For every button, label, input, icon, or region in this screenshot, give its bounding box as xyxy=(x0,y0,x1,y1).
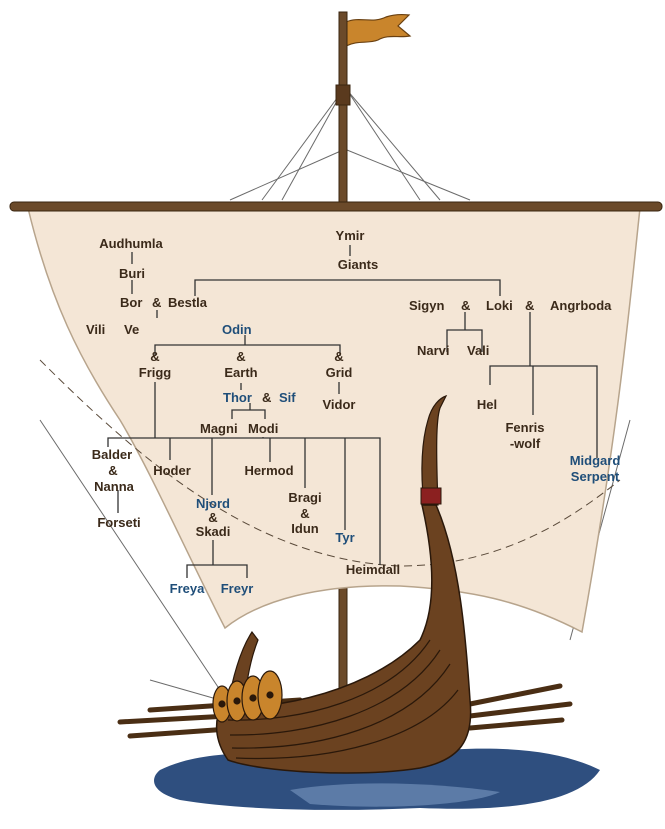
flag xyxy=(346,15,410,46)
node-skadi: Skadi xyxy=(196,524,231,539)
node-thor-amp: & xyxy=(262,390,271,405)
node-giants: Giants xyxy=(338,257,378,272)
node-fenris-2: -wolf xyxy=(510,436,540,451)
node-thor: Thor xyxy=(223,390,252,405)
node-bestla: Bestla xyxy=(168,295,207,310)
node-sif: Sif xyxy=(279,390,296,405)
node-buri: Buri xyxy=(119,266,145,281)
node-sigyn-amp: & xyxy=(461,298,470,313)
node-hel: Hel xyxy=(477,397,497,412)
node-midgard-1: Midgard xyxy=(570,453,621,468)
node-vili: Vili xyxy=(86,322,105,337)
node-angrboda: Angrboda xyxy=(550,298,611,313)
node-balder: Balder xyxy=(92,447,132,462)
node-loki: Loki xyxy=(486,298,513,313)
node-midgard-2: Serpent xyxy=(571,469,619,484)
node-odin: Odin xyxy=(222,322,252,337)
node-earth-amp: & xyxy=(236,349,245,364)
node-bor: Bor xyxy=(120,295,142,310)
node-bragi: Bragi xyxy=(288,490,321,505)
node-magni: Magni xyxy=(200,421,238,436)
node-idun: Idun xyxy=(291,521,318,536)
node-narvi: Narvi xyxy=(417,343,450,358)
node-earth: Earth xyxy=(224,365,257,380)
node-forseti: Forseti xyxy=(97,515,140,530)
node-hoder: Hoder xyxy=(153,463,191,478)
node-grid-amp: & xyxy=(334,349,343,364)
node-grid: Grid xyxy=(326,365,353,380)
node-freya: Freya xyxy=(170,581,205,596)
node-njord-amp: & xyxy=(208,510,217,525)
node-ymir: Ymir xyxy=(336,228,365,243)
node-bor-amp: & xyxy=(152,295,161,310)
node-audhumla: Audhumla xyxy=(99,236,163,251)
node-fenris-1: Fenris xyxy=(505,420,544,435)
node-bragi-amp: & xyxy=(300,506,309,521)
node-heimdall: Heimdall xyxy=(346,562,400,577)
node-hermod: Hermod xyxy=(244,463,293,478)
node-vidor: Vidor xyxy=(323,397,356,412)
node-frigg: Frigg xyxy=(139,365,172,380)
node-loki-amp: & xyxy=(525,298,534,313)
node-njord: Njord xyxy=(196,496,230,511)
node-vali: Vali xyxy=(467,343,489,358)
node-frigg-amp: & xyxy=(150,349,159,364)
node-freyr: Freyr xyxy=(221,581,254,596)
node-balder-amp: & xyxy=(108,463,117,478)
shields xyxy=(213,671,282,722)
node-tyr: Tyr xyxy=(335,530,354,545)
yard xyxy=(10,202,662,211)
node-sigyn: Sigyn xyxy=(409,298,444,313)
node-modi: Modi xyxy=(248,421,278,436)
node-nanna: Nanna xyxy=(94,479,134,494)
node-ve: Ve xyxy=(124,322,139,337)
